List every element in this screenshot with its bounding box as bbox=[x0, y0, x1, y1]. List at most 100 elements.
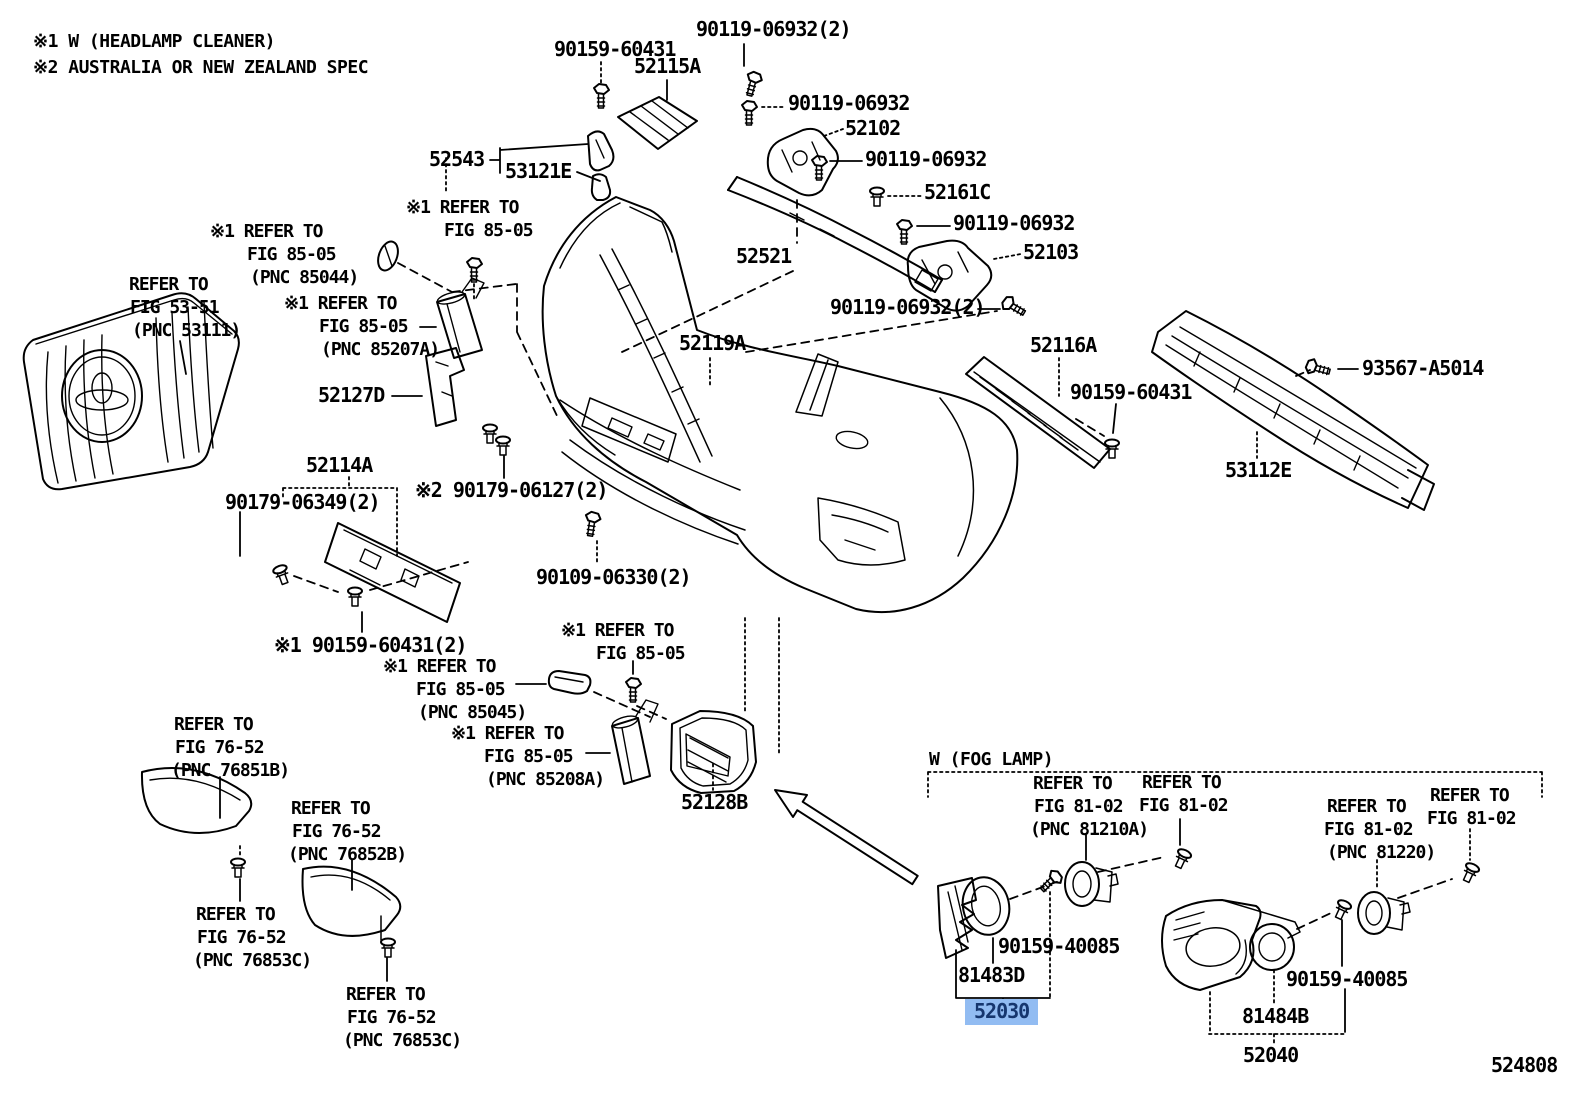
part-52030[interactable]: 52030 bbox=[965, 999, 1039, 1025]
part-93567-A5014[interactable]: 93567-A5014 bbox=[1362, 356, 1484, 380]
front-bumper-drawing bbox=[543, 197, 1018, 612]
license-bracket-52114A-drawing bbox=[325, 523, 460, 622]
part-90159-60431-2[interactable]: ※1 90159-60431(2) bbox=[274, 633, 467, 657]
part-90159-40085-left[interactable]: 90159-40085 bbox=[998, 936, 1120, 957]
note-fig-85-05-top-line-0: ※1 REFER TO bbox=[406, 197, 519, 218]
note-pnc-85207A-line-2: (PNC 85207A) bbox=[321, 339, 440, 360]
note-pnc-85044-line-2: (PNC 85044) bbox=[250, 267, 359, 288]
part-90119-06932-2-b[interactable]: 90119-06932(2) bbox=[830, 297, 986, 318]
parts-52543-53121E-drawing bbox=[588, 131, 613, 200]
part-90179-06349-2[interactable]: 90179-06349(2) bbox=[225, 490, 381, 514]
note-pnc-85207A-line-1: FIG 85-05 bbox=[319, 316, 409, 337]
note-pnc-85208A-line-2: (PNC 85208A) bbox=[486, 769, 605, 790]
part-81484B[interactable]: 81484B bbox=[1242, 1006, 1309, 1027]
part-52102[interactable]: 52102 bbox=[845, 118, 901, 139]
section-fog-lamp-line-0: W (FOG LAMP) bbox=[929, 749, 1054, 770]
part-90109-06330-2-line-0: 90109-06330(2) bbox=[536, 565, 692, 589]
note-pnc-81220-line-1: FIG 81-02 bbox=[1324, 819, 1414, 840]
note-pnc-85045-line-1: FIG 85-05 bbox=[416, 679, 506, 700]
fog-bracket-81483D-drawing bbox=[938, 878, 976, 958]
note-pnc-85044-line-1: FIG 85-05 bbox=[247, 244, 337, 265]
note-pnc-53111-line-1: FIG 53-51 bbox=[130, 297, 220, 318]
note-pnc-81210A-line-1: FIG 81-02 bbox=[1034, 796, 1124, 817]
part-52543[interactable]: 52543 bbox=[429, 149, 485, 170]
part-90119-06932-2-top[interactable]: 90119-06932(2) bbox=[696, 17, 852, 41]
lower-grille-53112E-drawing bbox=[1152, 311, 1434, 510]
construction-lines-dashed bbox=[294, 200, 1452, 929]
part-52161C[interactable]: 52161C bbox=[924, 182, 991, 203]
leader-lines-dotted bbox=[240, 62, 1542, 1043]
part-52116A[interactable]: 52116A bbox=[1030, 335, 1097, 356]
note-pnc-76852B-line-1: FIG 76-52 bbox=[292, 821, 382, 842]
part-90159-40085-right-line-0: 90159-40085 bbox=[1286, 967, 1408, 991]
part-53121E-line-0: 53121E bbox=[505, 159, 572, 183]
part-90179-06349-2-line-0: 90179-06349(2) bbox=[225, 490, 381, 514]
note-pnc-85045-line-0: ※1 REFER TO bbox=[383, 656, 496, 677]
note-pnc-76851B-line-1: FIG 76-52 bbox=[175, 737, 265, 758]
part-53112E[interactable]: 53112E bbox=[1225, 460, 1292, 481]
part-52127D[interactable]: 52127D bbox=[318, 385, 385, 406]
fog-lamp-left-drawing bbox=[1065, 862, 1118, 906]
note-pnc-85045-line-2: (PNC 85045) bbox=[418, 702, 527, 723]
part-90159-60431-2-line-0: ※1 90159-60431(2) bbox=[274, 633, 467, 657]
note-fig-81-02-b-line-0: REFER TO bbox=[1430, 785, 1510, 806]
note-pnc-76852B-line-2: (PNC 76852B) bbox=[288, 844, 407, 865]
part-52103-line-0: 52103 bbox=[1023, 240, 1079, 264]
note-pnc-76851B-line-2: (PNC 76851B) bbox=[171, 760, 290, 781]
part-52119A[interactable]: 52119A bbox=[679, 331, 746, 355]
part-81483D-line-0: 81483D bbox=[958, 963, 1025, 987]
part-52040[interactable]: 52040 bbox=[1243, 1043, 1299, 1067]
part-52114A[interactable]: 52114A bbox=[306, 455, 373, 476]
note-fig-85-05-mid-line-0: ※1 REFER TO bbox=[561, 620, 674, 641]
part-90119-06932-c-line-0: 90119-06932 bbox=[865, 147, 987, 171]
note-pnc-85207A-line-0: ※1 REFER TO bbox=[284, 293, 397, 314]
note-pnc-76852B-line-0: REFER TO bbox=[291, 798, 371, 819]
part-90119-06932-b[interactable]: 90119-06932 bbox=[788, 91, 910, 115]
note-pnc-85044-line-0: ※1 REFER TO bbox=[210, 221, 323, 242]
part-90159-40085-right[interactable]: 90159-40085 bbox=[1286, 967, 1408, 991]
part-90119-06932-2-top-line-0: 90119-06932(2) bbox=[696, 17, 852, 41]
washer-actuator-85207A-drawing bbox=[436, 278, 484, 358]
part-52521-line-0: 52521 bbox=[736, 244, 792, 268]
part-90179-06127-2[interactable]: ※2 90179-06127(2) bbox=[415, 480, 608, 501]
note-pnc-76853C-1-line-1: FIG 76-52 bbox=[197, 927, 287, 948]
note-fig-81-02-b-line-1: FIG 81-02 bbox=[1427, 808, 1517, 829]
part-90119-06932-d[interactable]: 90119-06932 bbox=[953, 213, 1075, 234]
part-81483D[interactable]: 81483D bbox=[958, 963, 1025, 987]
note-fig-81-02-a-line-1: FIG 81-02 bbox=[1139, 795, 1229, 816]
part-53121E[interactable]: 53121E bbox=[505, 159, 572, 183]
pointer-arrow bbox=[775, 790, 918, 884]
part-52128B[interactable]: 52128B bbox=[681, 792, 748, 813]
part-52115A[interactable]: 52115A bbox=[634, 56, 701, 77]
part-52040-line-0: 52040 bbox=[1243, 1043, 1299, 1067]
part-52103[interactable]: 52103 bbox=[1023, 240, 1079, 264]
part-52119A-line-0: 52119A bbox=[679, 331, 746, 355]
note-pnc-81210A-line-0: REFER TO bbox=[1033, 773, 1113, 794]
note-pnc-76853C-1-line-0: REFER TO bbox=[196, 904, 276, 925]
part-90159-60431-top[interactable]: 90159-60431 bbox=[554, 37, 676, 61]
note-headlamp-cleaner: ※1 W (HEADLAMP CLEANER) bbox=[33, 29, 276, 55]
part-52521[interactable]: 52521 bbox=[736, 244, 792, 268]
part-93567-A5014-line-0: 93567-A5014 bbox=[1362, 356, 1484, 380]
part-90159-60431-right-line-0: 90159-60431 bbox=[1070, 380, 1192, 404]
part-90119-06932-c[interactable]: 90119-06932 bbox=[865, 147, 987, 171]
part-90159-60431-right[interactable]: 90159-60431 bbox=[1070, 380, 1192, 404]
section-fog-lamp: W (FOG LAMP) bbox=[929, 749, 1054, 770]
part-90159-60431-top-line-0: 90159-60431 bbox=[554, 37, 676, 61]
deflector-76851B-drawing bbox=[142, 768, 251, 833]
part-90109-06330-2[interactable]: 90109-06330(2) bbox=[536, 565, 692, 589]
note-fig-85-05-top-line-1: FIG 85-05 bbox=[444, 220, 534, 241]
note-pnc-76853C-2-line-2: (PNC 76853C) bbox=[343, 1030, 462, 1051]
fog-ring-right-drawing bbox=[1250, 924, 1294, 970]
note-pnc-85208A-line-1: FIG 85-05 bbox=[484, 746, 574, 767]
leader-lines-solid bbox=[180, 44, 1358, 1032]
part-90119-06932-b-line-0: 90119-06932 bbox=[788, 91, 910, 115]
